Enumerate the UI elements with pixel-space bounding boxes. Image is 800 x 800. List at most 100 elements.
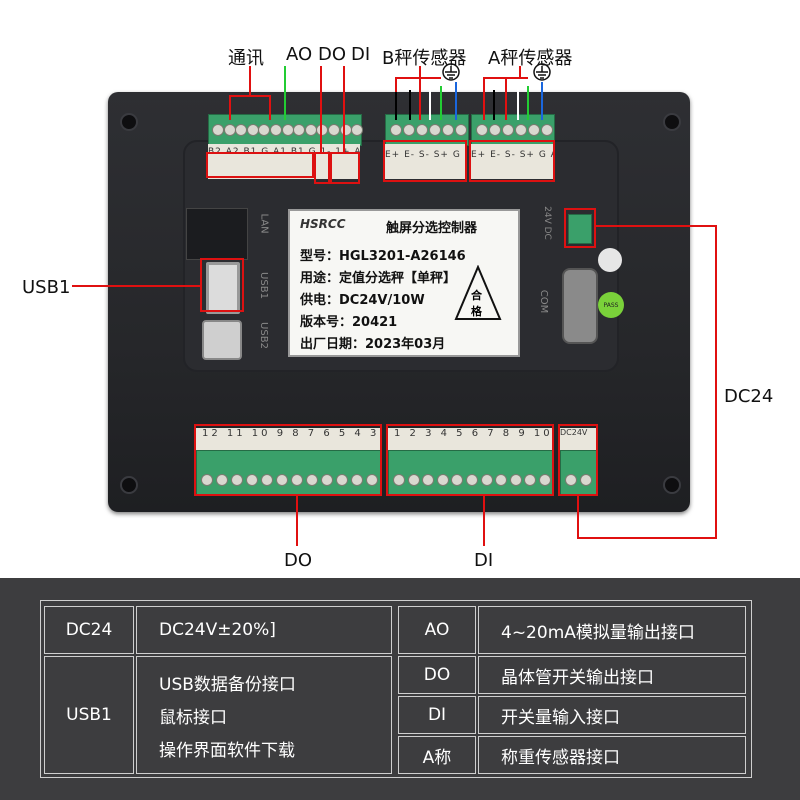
label-a-sensor: A秤传感器 <box>488 48 573 69</box>
dc24-highlight <box>558 424 598 496</box>
usb1-val-line-3: 操作界面软件下载 <box>159 740 295 761</box>
do-connector[interactable] <box>196 450 382 496</box>
terminal-screw <box>480 474 493 486</box>
di-strip: 1 2 3 4 5 6 7 8 9 10 11 <box>388 428 552 450</box>
ground-icon-a <box>533 63 551 81</box>
terminal-screw <box>306 474 318 486</box>
terminal-screw <box>390 124 402 136</box>
usb1-val-line-2: 鼠标接口 <box>159 707 227 728</box>
terminal-screw <box>261 474 273 486</box>
leader-lines <box>72 63 717 546</box>
terminal-screw <box>442 124 454 136</box>
terminal-screw <box>495 474 508 486</box>
terminal-screw <box>502 124 514 136</box>
terminal-screw <box>489 124 501 136</box>
a-scale-val-cell: 称重传感器接口 <box>478 736 746 774</box>
usb2-port[interactable] <box>202 320 242 360</box>
terminal-screw <box>515 124 527 136</box>
terminal-screw <box>235 124 248 136</box>
terminal-screw <box>416 124 428 136</box>
di-connector[interactable] <box>388 450 554 496</box>
terminal-screw <box>328 124 340 136</box>
power-connector[interactable] <box>568 214 592 244</box>
terminal-screw <box>436 474 449 486</box>
usb1-val-cell: USB数据备份接口 鼠标接口 操作界面软件下载 <box>136 656 392 774</box>
label-comm: 通讯 <box>228 48 264 69</box>
screw-top-right <box>663 113 681 131</box>
terminal-screw <box>270 124 282 136</box>
terminal-screw <box>276 474 288 486</box>
screw-top-left <box>120 113 138 131</box>
terminal-screw <box>246 124 259 136</box>
terminal-screw <box>524 474 537 486</box>
terminal-screw <box>429 124 441 136</box>
usb1-key-cell: USB1 <box>44 656 134 774</box>
terminal-screw <box>366 474 378 486</box>
spec-table: DC24 DC24V±20%] AO 4~20mA模拟量输出接口 USB1 US… <box>0 578 800 800</box>
terminal-screw <box>291 474 303 486</box>
terminal-screw <box>466 474 478 486</box>
terminal-screw <box>351 124 364 136</box>
terminal-screw <box>455 124 467 136</box>
do-strip: 12 11 10 9 8 7 6 5 4 3 2 1 <box>196 428 380 450</box>
label-do: DO <box>318 44 347 65</box>
usb1-highlight <box>200 258 244 312</box>
label-usb1: USB1 <box>22 277 71 298</box>
terminal-screw <box>258 124 271 136</box>
screw-bottom-right <box>663 476 681 494</box>
terminal-screw <box>539 474 551 486</box>
brand-logo: HSRCC <box>300 217 346 231</box>
usb1-port[interactable] <box>206 262 240 314</box>
label-b-sensor: B秤传感器 <box>382 48 467 69</box>
ground-icon-b <box>442 63 460 81</box>
model-line: 型号：HGL3201-A26146 <box>300 249 466 264</box>
com-port[interactable] <box>562 268 598 344</box>
terminal-screw <box>393 474 405 486</box>
qc-text-top: 合 <box>471 289 482 302</box>
qc-triangle-icon <box>454 265 502 320</box>
screw-bottom-left <box>120 476 138 494</box>
ao-key-cell: AO <box>398 606 476 654</box>
terminal-screw <box>407 474 420 486</box>
date-line: 出厂日期：2023年03月 <box>300 337 446 352</box>
terminal-screw <box>216 474 228 486</box>
di-key-cell: DI <box>398 696 476 734</box>
terminal-screw <box>293 124 306 136</box>
label-di-bottom: DI <box>474 550 494 571</box>
terminal-screw <box>541 124 553 136</box>
terminal-screw <box>231 474 243 486</box>
terminal-screw <box>580 474 592 486</box>
di-highlight-bottom <box>386 424 554 496</box>
table-frame <box>40 600 752 778</box>
terminal-screw <box>201 474 213 486</box>
terminal-screw <box>403 124 415 136</box>
terminal-screw <box>212 124 224 136</box>
label-ao: AO <box>286 44 313 65</box>
terminal-screw <box>246 474 258 486</box>
terminal-screw <box>321 474 333 486</box>
usage-line: 用途：定值分选秤【单秤】 <box>300 271 457 286</box>
do-highlight <box>194 424 382 496</box>
device-label: HSRCC 触屏分选控制器 型号：HGL3201-A26146 用途：定值分选秤… <box>288 209 520 357</box>
terminal-screw <box>316 124 329 136</box>
version-line: 版本号：20421 <box>300 315 398 330</box>
a-sensor-strip: E+ E- S- S+ G A秤 <box>471 144 553 179</box>
terminal-screw <box>223 124 236 136</box>
usb1-val-line-1: USB数据备份接口 <box>159 674 296 695</box>
ao-val-cell: 4~20mA模拟量输出接口 <box>478 606 746 654</box>
dc24-strip: DC24V <box>560 428 596 450</box>
di-val-cell: 开关量输入接口 <box>478 696 746 734</box>
do-key-cell: DO <box>398 656 476 694</box>
qc-text-bottom: 格 <box>471 305 482 318</box>
a-sensor-highlight <box>469 140 555 182</box>
terminal-screw <box>351 474 363 486</box>
power-line: 供电：DC24V/10W <box>300 293 425 308</box>
terminal-screw <box>339 124 352 136</box>
terminal-screw <box>336 474 348 486</box>
label-dc24: DC24 <box>724 386 774 407</box>
terminal-screw <box>304 124 317 136</box>
dc24-connector[interactable] <box>560 450 598 496</box>
dc24-key-cell: DC24 <box>44 606 134 654</box>
label-do-bottom: DO <box>284 550 313 571</box>
label-di: DI <box>351 44 371 65</box>
